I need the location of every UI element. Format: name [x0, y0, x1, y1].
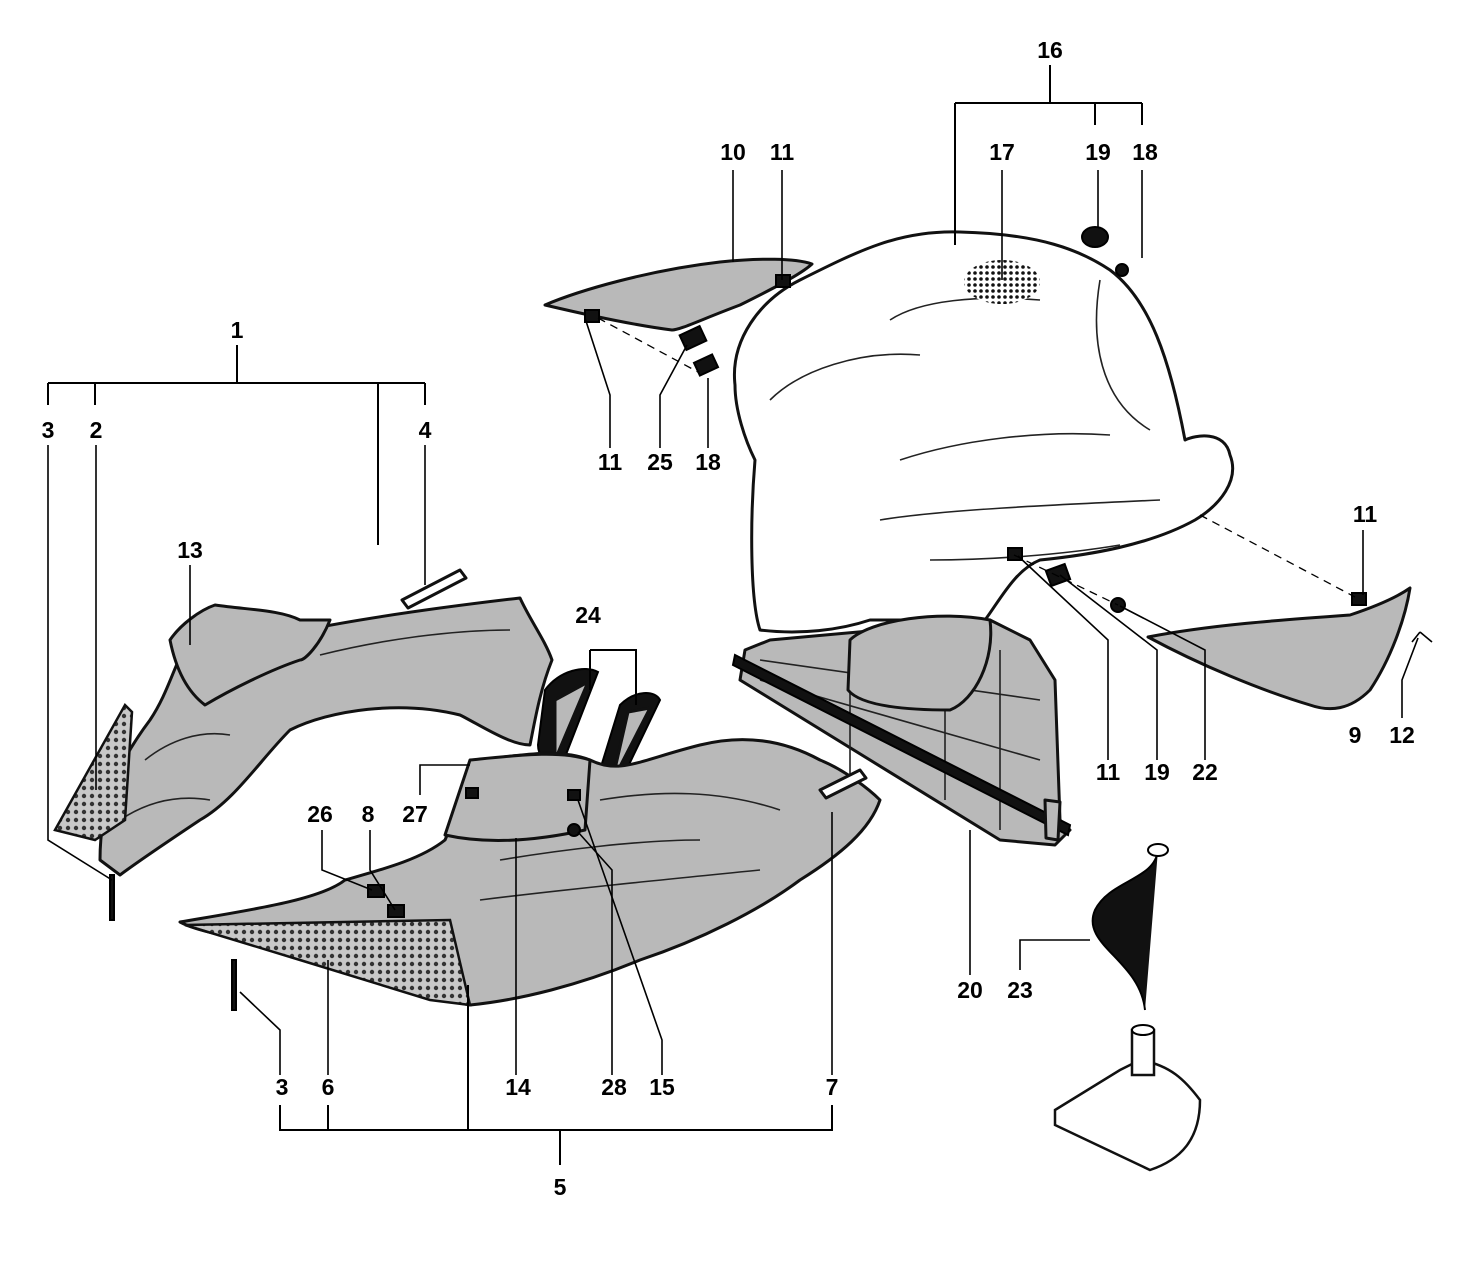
- filter-base-part: [1053, 1024, 1202, 1172]
- hardware-parts: [109, 226, 1433, 1011]
- callout-1: 1: [231, 317, 244, 343]
- callout-21: 19: [1144, 759, 1170, 785]
- callout-22: 22: [1192, 759, 1218, 785]
- callout-25: 25: [647, 449, 673, 475]
- callout-18: 18: [1132, 139, 1158, 165]
- air-duct-left-part: [98, 596, 554, 877]
- callout-16: 16: [1037, 37, 1063, 63]
- callout-11: 11: [1353, 501, 1378, 527]
- callout-11: 11: [1096, 759, 1121, 785]
- callout-24: 24: [575, 602, 601, 628]
- callout-17: 17: [989, 139, 1015, 165]
- callout-26: 26: [307, 801, 333, 827]
- callout-20: 20: [957, 977, 983, 1003]
- hose-part: [1091, 843, 1169, 1011]
- callout-6: 6: [322, 1074, 335, 1100]
- side-panel-part: [1146, 586, 1412, 711]
- air-box-part: [178, 738, 882, 1007]
- callout-13: 13: [177, 537, 203, 563]
- callout-3: 3: [276, 1074, 289, 1100]
- callout-28: 28: [601, 1074, 627, 1100]
- callout-15: 15: [649, 1074, 675, 1100]
- strip-part: [400, 568, 468, 610]
- callout-labels: 16 10 11 17 19 18 1 3 2 4 11 25 18 11 13…: [42, 37, 1415, 1200]
- callout-11: 11: [598, 449, 623, 475]
- callout-11: 11: [770, 139, 795, 165]
- callout-12: 12: [1389, 722, 1415, 748]
- callout-10: 10: [720, 139, 746, 165]
- callout-23: 23: [1007, 977, 1033, 1003]
- rear-panel-part: [543, 257, 814, 332]
- callout-2: 2: [90, 417, 103, 443]
- callout-27: 27: [402, 801, 428, 827]
- callout-7: 7: [826, 1074, 839, 1100]
- callout-8: 8: [362, 801, 375, 827]
- callout-5: 5: [554, 1174, 567, 1200]
- callout-3: 3: [42, 417, 55, 443]
- callout-9: 9: [1349, 722, 1362, 748]
- callout-21: 18: [695, 449, 721, 475]
- leader-lines: [47, 65, 1419, 1165]
- fuel-tank-part: [732, 230, 1235, 712]
- left-grille-part: [53, 702, 134, 842]
- callout-4: 4: [419, 417, 432, 443]
- callout-19: 19: [1085, 139, 1111, 165]
- seat-frame-part: [731, 618, 1072, 847]
- callout-14: 14: [505, 1074, 531, 1100]
